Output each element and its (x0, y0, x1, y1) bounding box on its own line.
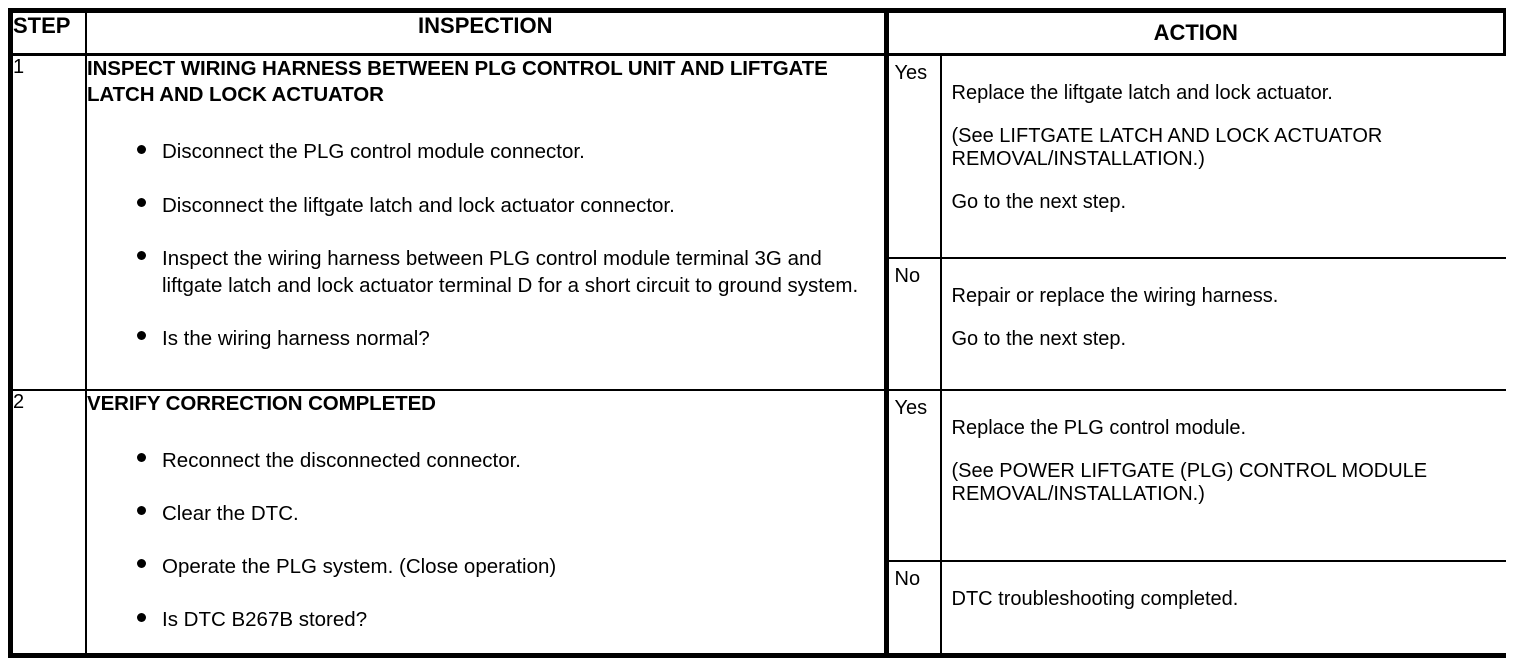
inspection-title: VERIFY CORRECTION COMPLETED (87, 391, 436, 415)
step-number: 2 (13, 388, 87, 653)
action-paragraph: Replace the liftgate latch and lock actu… (951, 82, 1333, 104)
bullet-icon (137, 612, 146, 622)
inspection-cell: VERIFY CORRECTION COMPLETED Reconnect th… (85, 388, 887, 653)
column-header-step: STEP (13, 13, 87, 56)
action-branch-yes: Yes Replace the liftgate latch and lock … (888, 56, 1506, 260)
bullet-icon (137, 197, 146, 207)
branch-action-text: Repair or replace the wiring harness. Go… (939, 257, 1506, 389)
branch-answer-label: No (888, 257, 942, 389)
branch-answer-label: Yes (888, 56, 942, 260)
bullet-icon (137, 559, 146, 569)
list-item: Disconnect the liftgate latch and lock a… (87, 192, 884, 219)
bullet-icon (137, 330, 146, 340)
inspection-cell: INSPECT WIRING HARNESS BETWEEN PLG CONTR… (85, 53, 887, 391)
action-paragraph: Go to the next step. (951, 328, 1127, 351)
branch-action-text: DTC troubleshooting completed. (939, 559, 1506, 653)
action-branch-table: Yes Replace the PLG control module. (See… (888, 390, 1506, 653)
list-item: Reconnect the disconnected connector. (87, 447, 884, 474)
branch-answer-label: Yes (888, 390, 942, 562)
troubleshooting-table: STEP INSPECTION ACTION 1 INSPECT WIRING … (13, 13, 1506, 653)
inspection-bullet-list: Disconnect the PLG control module connec… (87, 138, 884, 351)
bullet-icon (137, 453, 146, 463)
action-paragraph: Repair or replace the wiring harness. (951, 285, 1279, 308)
column-header-action-group: ACTION (883, 13, 1504, 56)
bullet-icon (137, 506, 146, 516)
action-branch-table: Yes Replace the liftgate latch and lock … (888, 56, 1506, 389)
table-row: 1 INSPECT WIRING HARNESS BETWEEN PLG CON… (13, 53, 1506, 391)
branch-action-text: Replace the PLG control module. (See POW… (939, 390, 1506, 562)
action-branch-no: No DTC troubleshooting completed. (888, 559, 1506, 653)
list-item-label: Disconnect the PLG control module connec… (162, 140, 585, 164)
column-header-action: ACTION (1153, 20, 1238, 45)
column-header-inspection: INSPECTION (85, 13, 887, 56)
action-cell-group: Yes Replace the liftgate latch and lock … (883, 53, 1506, 391)
list-item: Clear the DTC. (87, 500, 884, 527)
action-cell-group: Yes Replace the PLG control module. (See… (883, 388, 1506, 653)
branch-action-text: Replace the liftgate latch and lock actu… (939, 56, 1506, 260)
action-paragraph: Replace the PLG control module. (951, 416, 1247, 439)
list-item-label: Clear the DTC. (162, 502, 299, 526)
action-branch-no: No Repair or replace the wiring harness.… (888, 257, 1506, 389)
action-paragraph: (See LIFTGATE LATCH AND LOCK ACTUATOR RE… (951, 125, 1383, 170)
action-paragraph: (See POWER LIFTGATE (PLG) CONTROL MODULE… (951, 459, 1428, 505)
action-paragraph: Go to the next step. (951, 191, 1127, 213)
bullet-icon (137, 250, 146, 260)
table-row: 2 VERIFY CORRECTION COMPLETED Reconnect … (13, 388, 1506, 653)
step-number: 1 (13, 53, 87, 391)
list-item: Operate the PLG system. (Close operation… (87, 553, 884, 580)
bullet-icon (137, 144, 146, 154)
list-item: Is the wiring harness normal? (87, 325, 884, 352)
branch-answer-label: No (888, 559, 942, 653)
troubleshooting-table-frame: STEP INSPECTION ACTION 1 INSPECT WIRING … (8, 8, 1506, 658)
list-item-label: Is DTC B267B stored? (162, 608, 368, 632)
action-paragraph: DTC troubleshooting completed. (951, 587, 1239, 610)
table-header-row: STEP INSPECTION ACTION (13, 13, 1504, 56)
list-item-label: Operate the PLG system. (Close operation… (162, 555, 557, 579)
list-item: Disconnect the PLG control module connec… (87, 138, 884, 165)
list-item: Is DTC B267B stored? (87, 606, 884, 633)
list-item-label: Is the wiring harness normal? (162, 326, 430, 350)
list-item-label: Inspect the wiring harness between PLG c… (162, 246, 859, 297)
action-branch-yes: Yes Replace the PLG control module. (See… (888, 390, 1506, 562)
inspection-bullet-list: Reconnect the disconnected connector. Cl… (87, 447, 884, 633)
inspection-title: INSPECT WIRING HARNESS BETWEEN PLG CONTR… (87, 57, 828, 107)
list-item: Inspect the wiring harness between PLG c… (87, 245, 884, 299)
list-item-label: Disconnect the liftgate latch and lock a… (162, 193, 675, 217)
list-item-label: Reconnect the disconnected connector. (162, 449, 521, 473)
